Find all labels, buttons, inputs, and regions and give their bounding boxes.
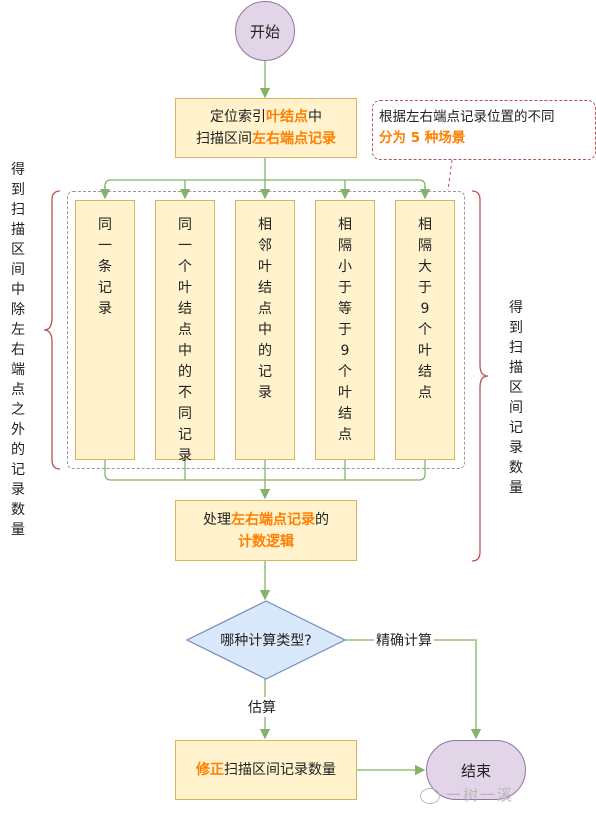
right-brace-label: 得到扫描区间记录数量: [509, 300, 523, 496]
edge-precise-label: 精确计算: [374, 630, 434, 650]
scenario-3: 相邻叶结点中的记录: [235, 200, 295, 460]
process-line1: 处理左右端点记录的: [203, 511, 329, 528]
scenario-1: 同一条记录: [75, 200, 135, 460]
watermark: 一树一溪: [420, 784, 514, 805]
note-line1: 根据左右端点记录位置的不同: [379, 109, 555, 125]
decision-diamond: [185, 600, 347, 680]
decision-label: 哪种计算类型?: [220, 633, 312, 649]
left-brace: [43, 190, 61, 470]
note-line2: 分为 5 种场景: [379, 130, 466, 146]
fix-box: 修正扫描区间记录数量: [175, 740, 357, 800]
locate-line1: 定位索引叶结点中: [210, 109, 322, 125]
process-box: 处理左右端点记录的 计数逻辑: [175, 500, 357, 561]
start-label: 开始: [249, 22, 280, 41]
process-line2: 计数逻辑: [238, 533, 294, 550]
locate-line2: 扫描区间左右端点记录: [196, 131, 336, 147]
fix-line: 修正扫描区间记录数量: [196, 762, 336, 778]
edge-estimate-label: 估算: [246, 697, 278, 717]
end-label: 结束: [460, 761, 491, 780]
scenario-note: 根据左右端点记录位置的不同 分为 5 种场景: [372, 100, 596, 160]
start-node: 开始: [235, 1, 295, 61]
scenario-2: 同一个叶结点中的不同记录: [155, 200, 215, 464]
wechat-icon: [420, 787, 440, 804]
left-brace-label: 得到扫描区间中除左右端点之外的记录数量: [11, 162, 25, 538]
scenario-group: [67, 191, 465, 469]
locate-box: 定位索引叶结点中 扫描区间左右端点记录: [175, 98, 357, 158]
end-node: 结束: [426, 740, 526, 800]
right-brace: [471, 190, 489, 562]
